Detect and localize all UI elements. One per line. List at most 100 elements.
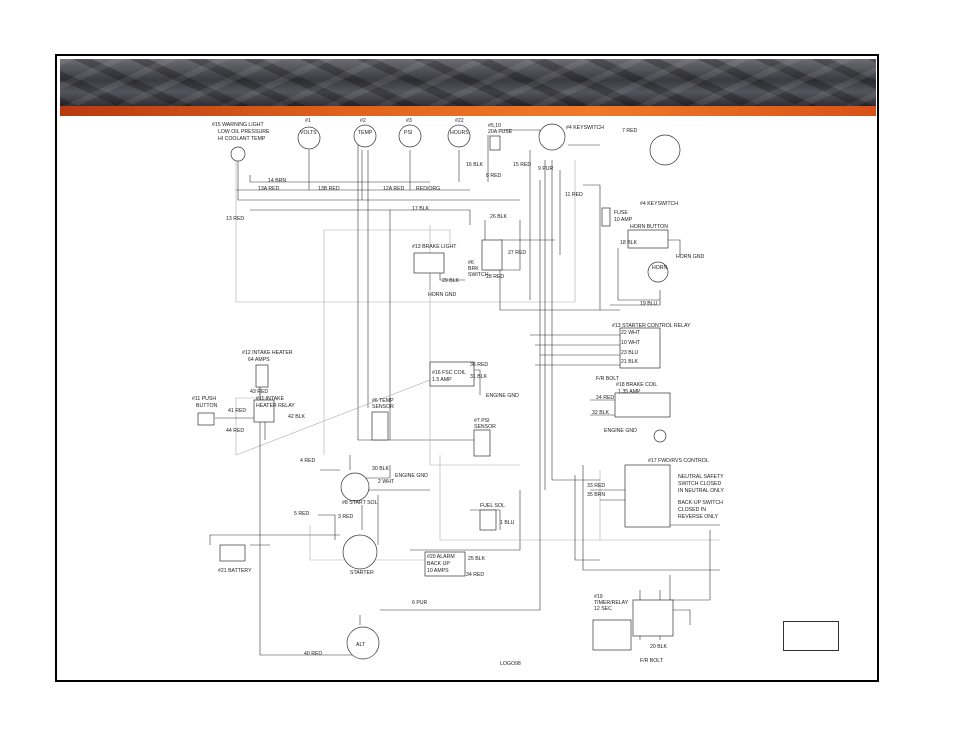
keyswitch-detail-icon	[649, 134, 681, 166]
push-button-icon	[197, 412, 215, 426]
wire-labels: 14 BRN 13A RED 13B RED 12A RED RED/ORG 1…	[226, 128, 668, 657]
wire-label-6: 6 PUR	[412, 600, 428, 606]
brake-coil-label-1: #18 BRAKE COIL	[616, 382, 657, 388]
wire-label-16: 16 BLK	[466, 162, 484, 168]
horn-label: HORN	[652, 265, 668, 271]
engine-gnd-label-2: ENGINE GND	[604, 428, 637, 434]
alternator-icon	[346, 626, 380, 660]
fuse-block-label-1: #5,10	[488, 123, 501, 129]
timer-label-3: 12 SEC	[594, 606, 612, 612]
fwd-rev-knob-icon	[653, 429, 667, 443]
wire-label-10: 10 WHT	[621, 340, 641, 346]
wire-label-27: 27 RED	[508, 250, 526, 256]
neutral-label-3: IN NEUTRAL ONLY	[678, 488, 724, 494]
horn-icon	[647, 261, 669, 283]
alarm-label-2: BACK UP	[427, 561, 450, 567]
start-solenoid-icon	[340, 472, 370, 502]
horn-gnd-label-2: HORN GND	[676, 254, 704, 260]
timer-label-2: TIMER/RELAY	[594, 600, 629, 606]
page-number-box	[783, 621, 839, 651]
volts-gauge-icon	[297, 126, 321, 150]
horn-button-icon	[627, 229, 669, 249]
wire-label-18: 18 BLK	[620, 240, 638, 246]
header-accent-stripe	[60, 106, 876, 116]
wire-label-23: 23 BLU	[621, 350, 639, 356]
symbols	[197, 123, 681, 660]
intake-relay-label-1: #11 INTAKE	[256, 396, 285, 402]
brake-coil-icon	[614, 392, 671, 418]
wire-label-24: 24 RED	[596, 395, 614, 401]
psi-gauge-icon	[398, 124, 422, 148]
wire-label-1: 1 BLU	[500, 520, 515, 526]
wire-label-13b: 13B RED	[318, 186, 340, 192]
wire-label-43: 43 RED	[250, 389, 268, 395]
intake-heater-label-2: 64 AMPS	[248, 357, 270, 363]
fuel-solenoid-icon	[479, 509, 497, 531]
wire-label-17: 17 BLK	[412, 206, 430, 212]
timer-relay-coil-icon	[632, 599, 674, 637]
brake-light-icon	[413, 252, 445, 274]
wire-label-31: 31 BLK	[470, 374, 488, 380]
warning-light-label-3: HI COOLANT TEMP	[218, 136, 266, 142]
wire-label-13a: 13A RED	[258, 186, 280, 192]
wire-label-12b: RED/ORG	[416, 186, 440, 192]
wire-label-36: 36 RED	[470, 362, 488, 368]
keyswitch-label: #4 KEYSWITCH	[566, 125, 604, 131]
wire-label-2: 2 WHT	[378, 479, 395, 485]
wire-label-14: 14 BRN	[268, 178, 286, 184]
wire-label-22: 22 WHT	[621, 330, 641, 336]
psi-sensor-label-2: SENSOR	[474, 424, 496, 430]
wire-label-44: 44 RED	[226, 428, 244, 434]
temp-sensor-icon	[371, 411, 389, 441]
starter-label: STARTER	[350, 570, 374, 576]
intake-relay-label-2: HEATER RELAY	[256, 403, 295, 409]
wire-label-29: 29 BLK	[442, 278, 460, 284]
wire-label-9: 9 PUR	[538, 166, 554, 172]
drawing-id: LOGO98	[500, 661, 521, 667]
brake-light-label: #13 BRAKE LIGHT	[412, 244, 457, 250]
fuse-label-2: 10 AMP	[614, 217, 633, 223]
intake-heater-icon	[255, 364, 269, 388]
start-sol-label: #8 START SOL	[342, 500, 378, 506]
fr-bolt-label-1: F/R BOLT	[596, 376, 620, 382]
fuse-block-icon	[489, 135, 501, 151]
brake-coil-label-2: 1.35 AMP	[618, 389, 641, 395]
alarm-label-1: #20 ALARM	[427, 554, 455, 560]
backup-label-2: CLOSED IN	[678, 507, 706, 513]
keyswitch-icon	[538, 123, 566, 151]
alt-label: ALT	[356, 642, 366, 648]
wire-label-26: 26 BLK	[490, 214, 508, 220]
push-button-label-2: BUTTON	[196, 403, 217, 409]
hours-label: HOURS	[450, 130, 469, 136]
psi-sensor-label-1: #7 PSI	[474, 418, 490, 424]
neutral-label-2: SWITCH CLOSED	[678, 481, 721, 487]
wire-label-11: 11 RED	[565, 192, 583, 198]
wire-label-20: 20 BLK	[650, 644, 668, 650]
backup-label-3: REVERSE ONLY	[678, 514, 719, 520]
brake-switch-icon	[481, 239, 503, 271]
intake-relay-icon	[253, 399, 275, 423]
psi-sensor-icon	[473, 429, 491, 457]
fuse-label-1: FUSE	[614, 210, 628, 216]
alarm-icon	[424, 551, 466, 577]
wire-label-5: 5 RED	[294, 511, 310, 517]
wire-label-12a: 12A RED	[383, 186, 405, 192]
wire-label-3: 3 RED	[338, 514, 354, 520]
wire-label-33: 33 RED	[587, 483, 605, 489]
wire-label-34: 34 RED	[466, 572, 484, 578]
brake-switch-label-3: SWITCH	[468, 272, 489, 278]
header-banner	[60, 59, 876, 106]
wire-label-40: 40 RED	[304, 651, 322, 657]
wire-label-8: 8 RED	[486, 173, 502, 179]
hours-meter-icon	[447, 124, 471, 148]
starter-relay-icon	[619, 327, 661, 369]
psi-label: PSI	[404, 130, 412, 136]
temp-sensor-label-2: SENSOR	[372, 404, 394, 410]
wire-label-7: 7 RED	[622, 128, 638, 134]
wire-label-19: 19 BLU	[640, 301, 658, 307]
fuel-sol-label: FUEL SOL	[480, 503, 505, 509]
temp-sensor-label-1: #6 TEMP	[372, 398, 394, 404]
horn-gnd-label-1: HORN GND	[428, 292, 456, 298]
timer-label-1: #19	[594, 594, 603, 600]
psi-number: #3	[406, 118, 412, 124]
